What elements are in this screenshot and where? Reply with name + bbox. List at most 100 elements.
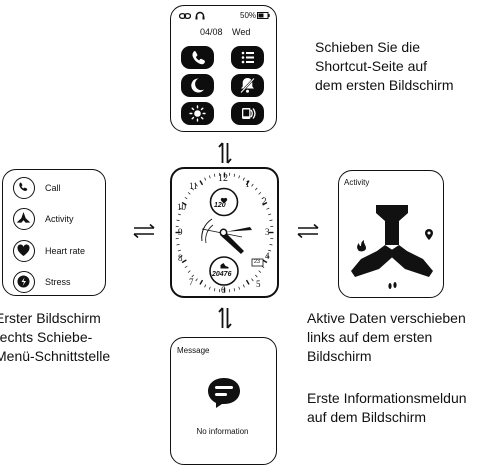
- minute-tick: [251, 183, 254, 187]
- minute-tick: [184, 196, 188, 200]
- minute-tick: [262, 201, 268, 206]
- watch-face-screen: 120 20476 23 12 1 2 10 11 9 3 8 4 7 5 6: [170, 167, 279, 298]
- bezel-8: 8: [178, 253, 183, 263]
- bezel-7: 7: [189, 277, 194, 287]
- phone-icon: [192, 51, 205, 65]
- bezel-2: 2: [262, 196, 267, 206]
- swipe-vertical-arrow-top: [218, 142, 232, 164]
- minute-tick: [261, 196, 265, 200]
- caption-menu: Erster Bildschirm rechts Schiebe- Menü-S…: [0, 309, 110, 366]
- minute-tick: [251, 278, 254, 282]
- battery-percent: 50%: [240, 11, 257, 20]
- swipe-horizontal-arrow-left: [133, 224, 155, 238]
- heart-value: 120: [214, 202, 226, 209]
- minute-tick: [209, 175, 211, 179]
- shortcut-mute-tile[interactable]: [231, 74, 264, 97]
- activity-icon-frame: [13, 208, 35, 230]
- minute-tick: [176, 244, 180, 246]
- shortcut-phone-tile[interactable]: [181, 46, 214, 69]
- bezel-6: 6: [221, 285, 226, 295]
- bezel-9: 9: [178, 227, 183, 237]
- stress-icon: [17, 275, 30, 288]
- minute-tick: [179, 255, 183, 258]
- subdial-heart-icon: [220, 197, 228, 204]
- activity-rings-icon: [351, 205, 433, 289]
- bezel-1: 1: [245, 179, 250, 189]
- hour-hand: [222, 227, 252, 232]
- caption-shortcut-line-2: Shortcut-Seite auf: [315, 58, 428, 74]
- shortcut-menu-tile[interactable]: [231, 46, 264, 69]
- weekday-text: Wed: [232, 27, 251, 37]
- minute-tick: [195, 278, 198, 282]
- menu-label-heart-rate: Heart rate: [45, 246, 86, 256]
- caption-activity-line-2: links auf dem ersten: [307, 329, 433, 345]
- minute-tick: [204, 177, 207, 181]
- minute-tick: [238, 286, 240, 290]
- message-bubble-icon: [208, 378, 240, 408]
- bezel-4: 4: [265, 251, 270, 261]
- caption-shortcut-line-3: dem ersten Bildschirm: [315, 77, 454, 93]
- heart-icon: [17, 244, 30, 256]
- caption-activity: Aktive Daten verschieben links auf dem e…: [307, 309, 466, 366]
- message-empty-text: No information: [196, 427, 249, 436]
- sun-icon: [189, 105, 206, 122]
- caption-activity-line-3: Bildschirm: [307, 348, 372, 364]
- minute-hand: [220, 231, 244, 254]
- link-icon: [179, 12, 191, 20]
- activity-screen: Activity: [338, 170, 444, 298]
- message-title: Message: [177, 346, 210, 355]
- swipe-vertical-arrow-bottom: [218, 307, 232, 329]
- minute-tick: [245, 180, 250, 186]
- menu-label-stress: Stress: [45, 277, 71, 287]
- caption-message-line-2: auf dem Bildschirm: [307, 409, 427, 425]
- minute-tick: [269, 244, 273, 246]
- minute-tick: [181, 259, 187, 264]
- minute-tick: [213, 288, 216, 292]
- message-screen: Message No information: [170, 337, 277, 465]
- minute-tick: [184, 265, 188, 269]
- minute-tick: [213, 173, 216, 177]
- phone-icon-frame: [13, 177, 35, 199]
- minute-tick: [191, 274, 194, 278]
- minute-tick: [187, 192, 191, 195]
- minute-tick: [209, 286, 211, 290]
- shortcut-brightness-tile[interactable]: [181, 102, 214, 125]
- minute-tick: [195, 183, 198, 187]
- menu-label-activity: Activity: [45, 214, 74, 224]
- subdial-shoe-icon: [220, 263, 229, 269]
- steps-value: 20476: [212, 271, 232, 278]
- caption-shortcut-line-1: Schieben Sie die: [315, 39, 421, 55]
- minute-tick: [187, 270, 191, 273]
- minute-tick: [266, 255, 270, 258]
- bezel-12: 12: [218, 173, 228, 184]
- activity-title: Activity: [344, 178, 370, 187]
- stress-icon-frame: [13, 271, 35, 293]
- bezel-5: 5: [256, 279, 261, 289]
- list-icon: [241, 51, 254, 64]
- menu-label-call: Call: [45, 183, 61, 193]
- shortcut-sleep-tile[interactable]: [181, 74, 214, 97]
- shortcut-find-phone-tile[interactable]: [231, 102, 264, 125]
- caption-message: Erste Informationsmeldun auf dem Bildsch…: [307, 389, 467, 427]
- caption-menu-line-3: Menü-Schnittstelle: [0, 348, 111, 364]
- caption-menu-line-1: Erster Bildschirm: [0, 310, 101, 326]
- swipe-horizontal-arrow-right: [297, 224, 319, 238]
- minute-tick: [177, 213, 181, 216]
- caption-activity-line-1: Aktive Daten verschieben: [307, 310, 466, 326]
- shortcut-screen: 50% 04/08 Wed: [170, 5, 277, 132]
- minute-tick: [269, 219, 273, 221]
- minute-tick: [179, 207, 183, 210]
- date-box-value: 23: [254, 259, 261, 265]
- battery-icon: [257, 12, 270, 19]
- bezel-3: 3: [265, 227, 270, 237]
- menu-screen: Call Activity Heart rate Stress: [2, 169, 106, 296]
- minute-tick: [255, 187, 258, 191]
- bezel-11: 11: [189, 181, 198, 191]
- find-phone-icon: [242, 108, 256, 119]
- headset-icon: [195, 11, 205, 20]
- activity-icon: [16, 212, 31, 223]
- minute-tick: [177, 249, 181, 252]
- date-text: 04/08: [200, 27, 223, 37]
- minute-tick: [204, 284, 207, 288]
- minute-tick: [242, 284, 245, 288]
